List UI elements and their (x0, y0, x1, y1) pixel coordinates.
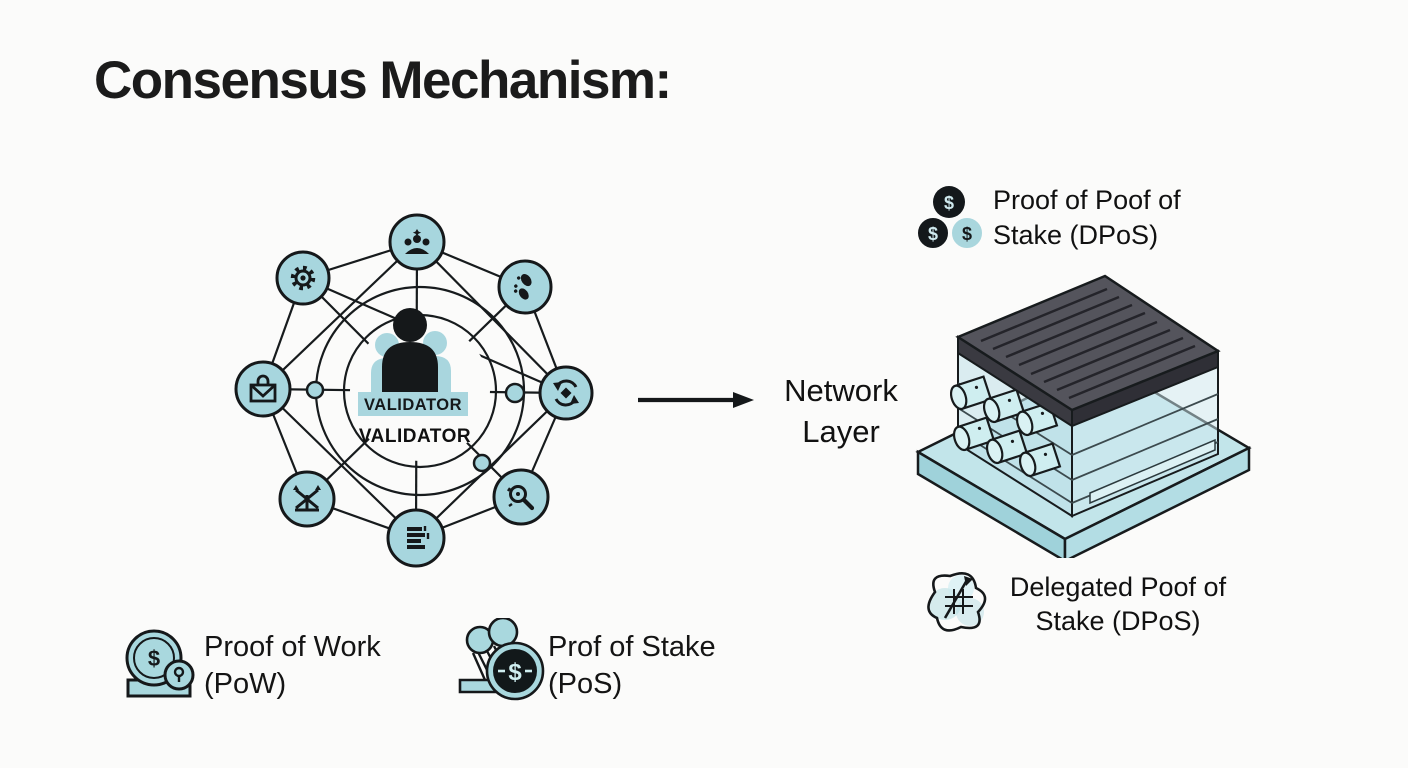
dpos-coins-icon: $ $ $ (916, 186, 984, 250)
knot-arrow (964, 576, 973, 586)
node-footprints (497, 259, 553, 315)
network-layer-label: Network Layer (770, 370, 912, 452)
ledger-icon (407, 526, 430, 549)
lock-mail-icon (249, 374, 277, 403)
node-magnifier (492, 468, 550, 526)
pow-line1: Proof of Work (204, 631, 381, 663)
delegation-knot-icon (927, 572, 987, 632)
dpos-top-line1: Proof of Poof of (993, 185, 1181, 215)
dpos-top-label: Proof of Poof of Stake (DPoS) (993, 183, 1181, 253)
knot-stroke (943, 579, 969, 619)
dpos-bottom-label: Delegated Poof of Stake (DPoS) (996, 570, 1240, 638)
node-scales (278, 470, 336, 528)
gear-icon (290, 265, 316, 291)
pos-label: Prof of Stake (PoS) (548, 629, 716, 703)
magnifier-icon (507, 485, 535, 511)
dark-coin-icon (933, 186, 965, 218)
validator-network-diagram: VALIDATOR VALIDATOR (234, 213, 594, 568)
teal-coin-icon (950, 216, 984, 250)
page-title: Consensus Mechanism: (94, 51, 672, 110)
knot-outline (927, 572, 987, 632)
pow-coin-icon: $ (125, 629, 195, 698)
arrow-head-icon (733, 392, 754, 408)
pos-line1: Prof of Stake (548, 631, 716, 663)
validator-below-label: VALIDATOR (359, 426, 471, 447)
validator-banner (358, 392, 468, 416)
big-coin-ring (133, 637, 175, 679)
crowd-icon (404, 229, 430, 254)
peer-nodes (234, 213, 594, 568)
pow-line2: (PoW) (204, 668, 287, 700)
coin-dollar-glyph: $ (944, 193, 954, 213)
validator-person-icon (382, 308, 438, 393)
node-ledger (386, 508, 446, 568)
node-recycle (538, 365, 594, 421)
inner-ledge (1089, 438, 1216, 505)
scales-icon (293, 485, 321, 512)
pos-coin-icon: $ (458, 618, 545, 701)
network-layer-line2: Layer (802, 414, 880, 449)
flow-arrow (638, 392, 754, 408)
network-layer-illustration (915, 274, 1252, 558)
validator-emblem: VALIDATOR VALIDATOR (358, 308, 471, 447)
pos-line2: (PoS) (548, 668, 623, 700)
network-layer-line1: Network (784, 373, 898, 408)
node-lock-mail (234, 360, 292, 418)
junction-dots (305, 380, 526, 473)
dpos-bottom-line1: Delegated Poof of (1009, 572, 1227, 602)
coin-dollar-glyph: $ (962, 224, 972, 244)
coin-dollar-glyph: $ (508, 659, 522, 686)
drum-stack (949, 375, 1062, 478)
node-gear (275, 250, 331, 306)
validator-banner-label: VALIDATOR (364, 396, 462, 414)
dpos-bottom-line2: Stake (DPoS) (1035, 606, 1201, 636)
footprints-icon (513, 274, 532, 300)
dark-coin-icon (916, 216, 950, 250)
pow-label: Proof of Work (PoW) (204, 629, 381, 703)
roof-slab (955, 274, 1221, 428)
roof-grooves (980, 287, 1196, 400)
recycle-star-icon (553, 379, 579, 407)
coin-dollar-glyph: $ (928, 224, 938, 244)
dark-coin (493, 649, 537, 693)
dpos-top-line2: Stake (DPoS) (993, 220, 1159, 250)
coin-dollar-glyph: $ (148, 646, 160, 671)
node-crowd (388, 213, 446, 271)
